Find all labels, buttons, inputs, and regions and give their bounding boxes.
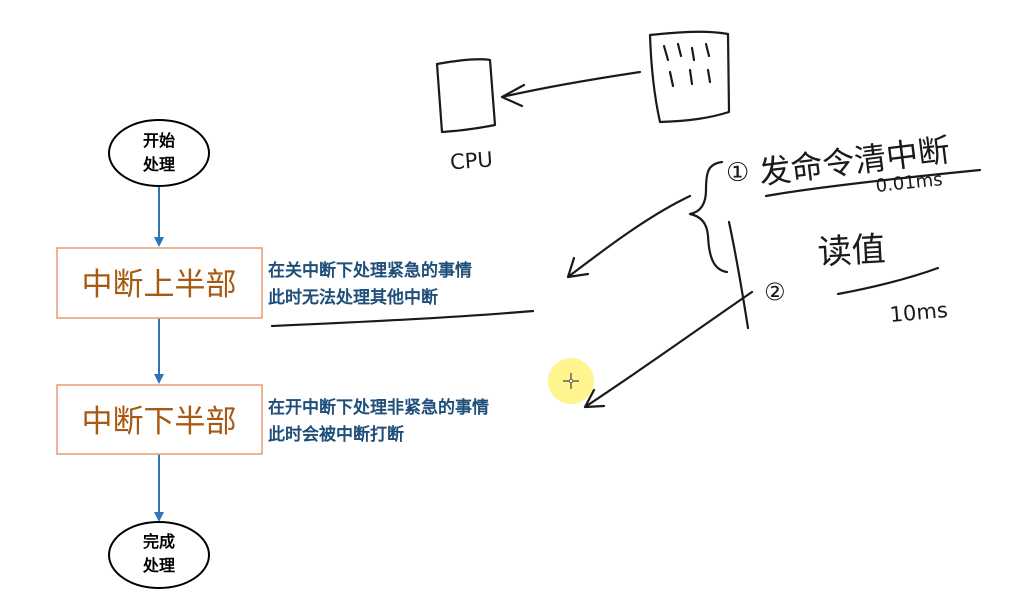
start-node-line-1: 开始 [143,131,175,150]
steps-brace [688,160,729,274]
device-box-sketch [648,30,731,124]
device-to-cpu-arrow [500,70,642,108]
start-node: 开始 处理 [108,119,210,187]
end-node-line-1: 完成 [143,532,175,551]
handwritten-annotations: CPU ① 发命令清中断 0.01ms ② 读值 10ms [270,30,982,409]
top-half-description-line-2: 此时无法处理其他中断 [268,288,438,308]
cpu-label: CPU [449,147,493,174]
description-underline [270,309,535,328]
bottom-half-description-line-1: 在开中断下处理非紧急的事情 [268,398,489,418]
top-half-node: 中断上半部 [56,247,263,319]
step1-arrow [566,194,692,279]
step1-underline [764,168,982,198]
step2-underline [836,266,940,296]
bottom-half-description-line-2: 此时会被中断打断 [268,425,404,445]
top-half-label: 中断上半部 [82,267,237,303]
top-half-description-line-1: 在关中断下处理紧急的事情 [268,261,472,281]
step1-marker: ① [726,158,749,188]
cursor-highlight [548,358,594,404]
bottom-half-label: 中断下半部 [82,404,237,440]
step2-time: 10ms [889,298,949,327]
end-node-line-2: 处理 [142,556,175,575]
cpu-box-sketch [435,58,497,134]
device-scribble [662,42,712,88]
bottom-half-node: 中断下半部 [56,384,263,455]
start-node-line-2: 处理 [142,155,175,174]
top-half-description: 在关中断下处理紧急的事情 此时无法处理其他中断 [268,258,472,312]
end-node: 完成 处理 [108,521,210,589]
step2-text: 读值 [817,229,887,273]
vertical-divider [727,220,750,330]
step2-marker: ② [764,278,786,306]
bottom-half-description: 在开中断下处理非紧急的事情 此时会被中断打断 [268,395,489,449]
step2-arrow [583,290,754,409]
